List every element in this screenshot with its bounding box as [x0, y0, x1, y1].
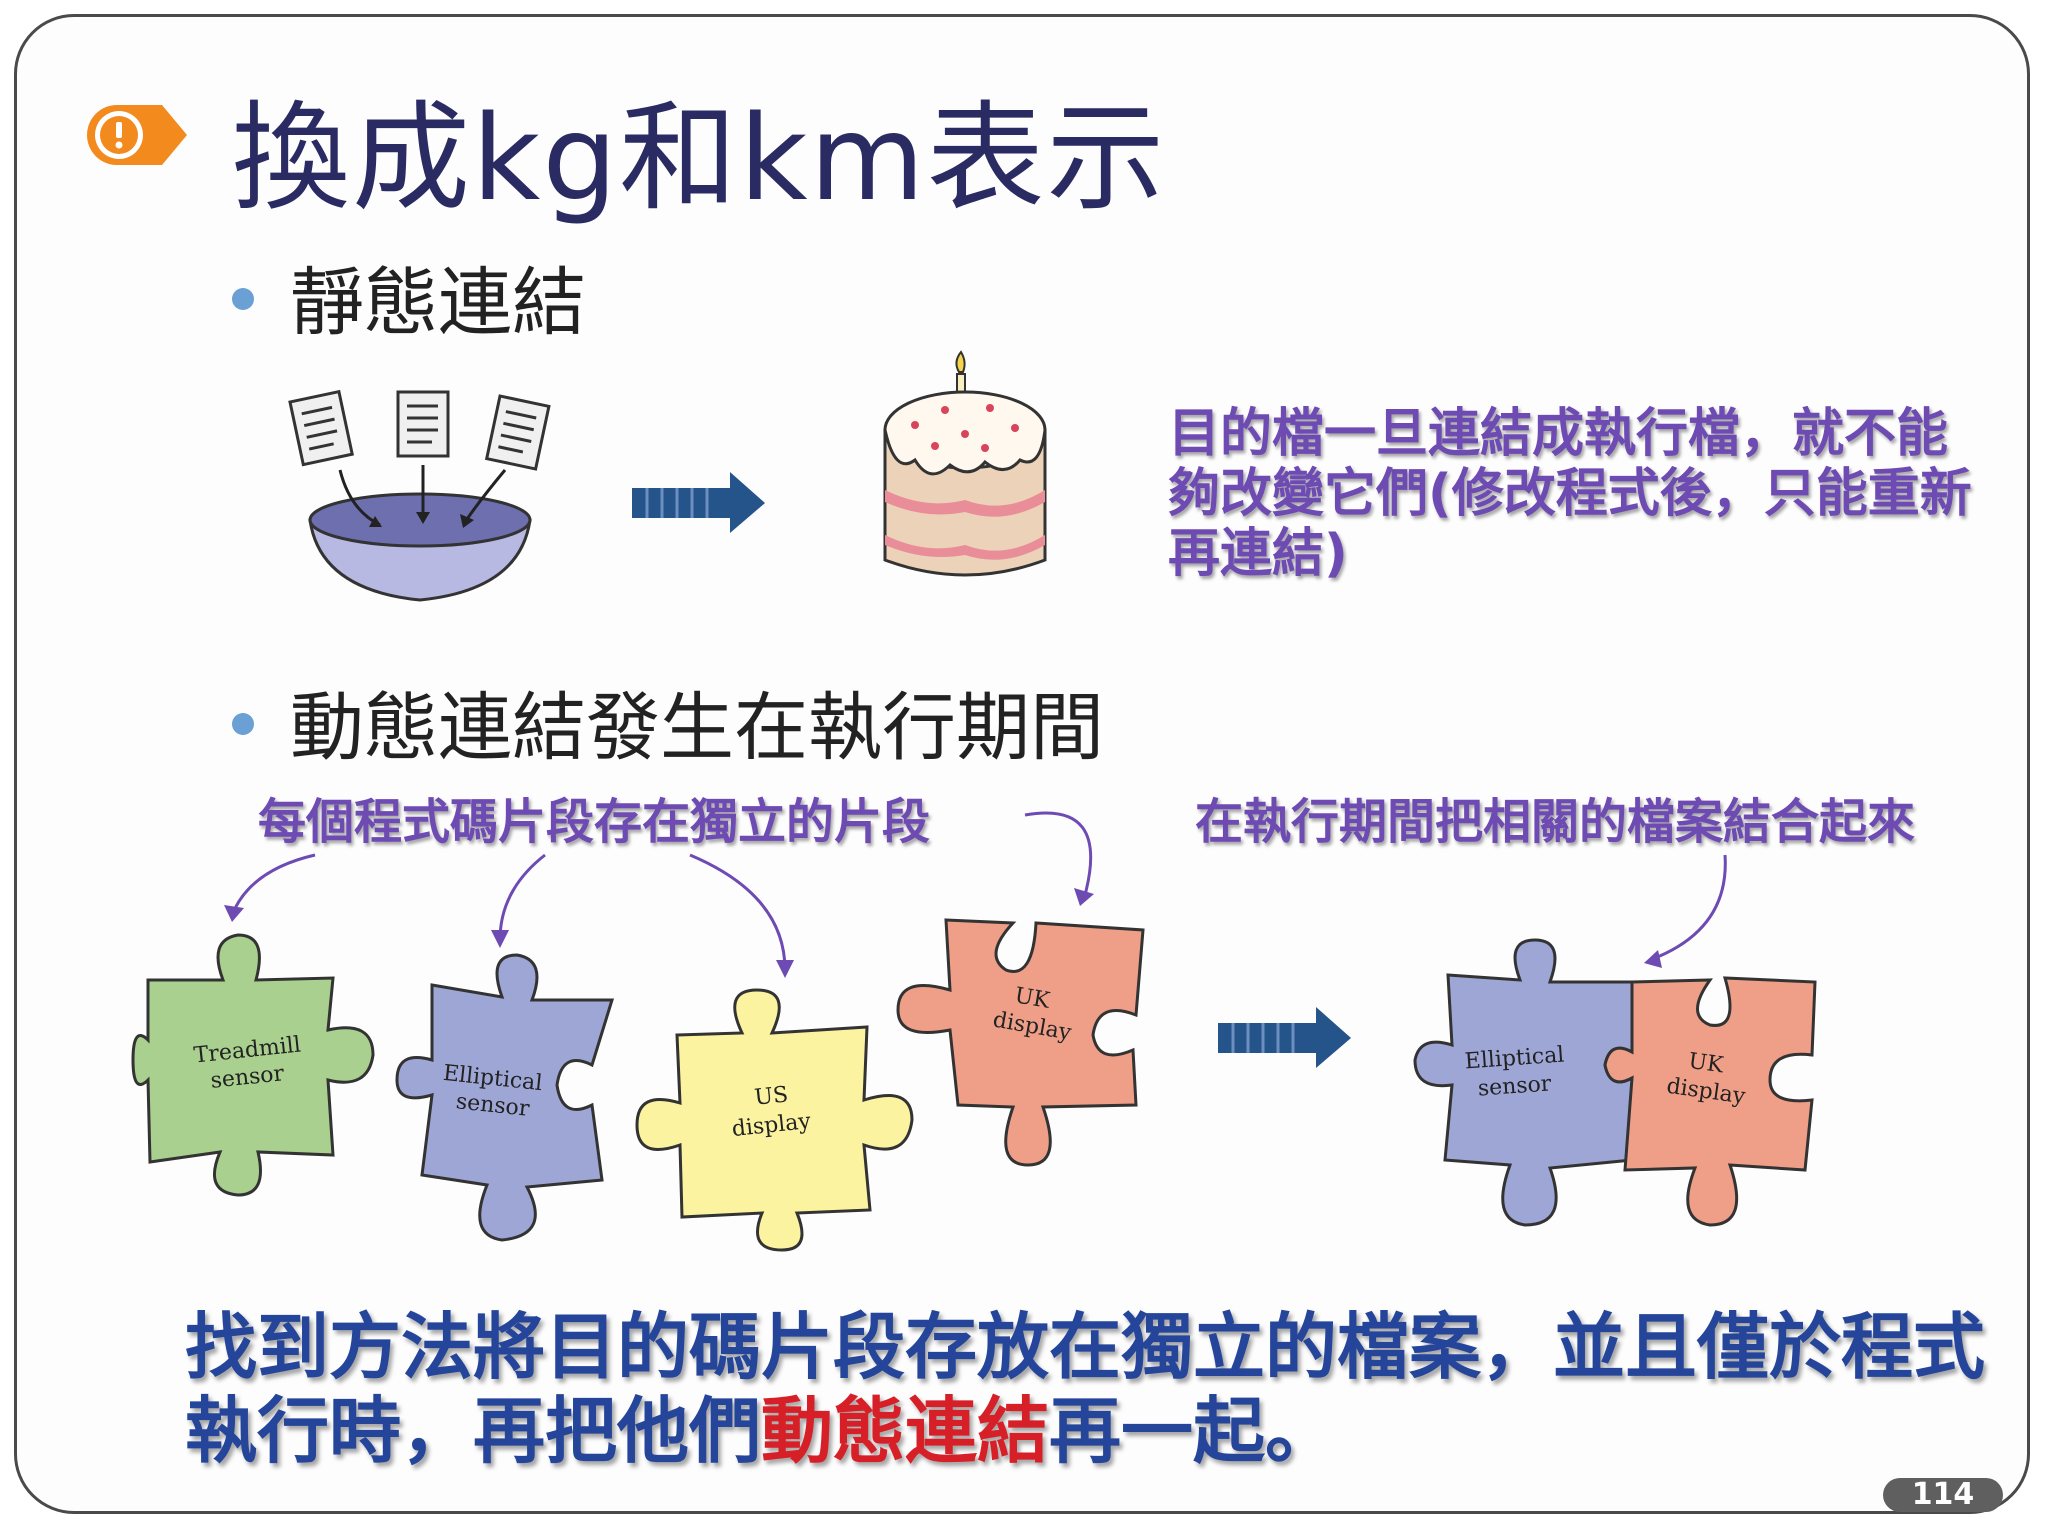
- summary-part2: 再一起。: [1049, 1389, 1338, 1473]
- document-icon: [484, 394, 551, 471]
- callout-arrow: [1024, 811, 1093, 896]
- summary-part1: 找到方法將目的碼片段存放在獨立的檔案，並且僅於程式執行時，再把他們: [185, 1305, 1986, 1473]
- static-linking-note: 目的檔一旦連結成執行檔，就不能夠改變它們(修改程式後，只能重新再連結): [1168, 404, 1972, 584]
- callout-arrow: [230, 853, 316, 916]
- arrowhead: [1074, 888, 1094, 906]
- alert-tag-icon: [87, 105, 187, 165]
- puzzle-piece-uk-display: UK display: [896, 918, 1145, 1167]
- arrowhead: [776, 960, 794, 978]
- arrowhead: [224, 905, 244, 922]
- document-icon: [396, 390, 450, 458]
- combined-puzzle-pieces: Elliptical sensor UK display: [1413, 938, 1817, 1227]
- right-arrow-icon: [632, 472, 765, 533]
- arrowhead: [491, 930, 509, 948]
- summary-highlight: 動態連結: [761, 1389, 1050, 1473]
- callout-arrow: [498, 853, 546, 941]
- bullet-dot: [232, 713, 254, 736]
- piece-label: US: [753, 1082, 789, 1110]
- slide-title: 換成kg和km表示: [232, 89, 1167, 227]
- page-number: 114: [1883, 1478, 2003, 1512]
- arrowhead: [1644, 950, 1662, 968]
- bullet-dot: [232, 288, 254, 311]
- puzzle-piece-elliptical: Elliptical sensor: [395, 953, 615, 1242]
- callout-arrow: [689, 853, 787, 971]
- piece-label: sensor: [1477, 1071, 1553, 1101]
- piece-label: UK: [1013, 983, 1052, 1014]
- document-icon: [288, 389, 354, 467]
- cake-illustration: [883, 350, 1047, 577]
- callout-arrow: [1649, 854, 1727, 962]
- right-arrow-icon: [1218, 1007, 1351, 1068]
- segment-note: 每個程式碼片段存在獨立的片段: [258, 794, 931, 850]
- puzzle-piece-us-display: US display: [635, 988, 914, 1252]
- slide-frame: [14, 14, 2030, 1514]
- bullet-dynamic-text: 動態連結發生在執行期間: [290, 685, 1104, 771]
- bullet-static-linking: 靜態連結: [232, 243, 586, 350]
- runtime-link-note: 在執行期間把相關的檔案結合起來: [1195, 794, 1916, 850]
- summary-text: 找到方法將目的碼片段存放在獨立的檔案，並且僅於程式執行時，再把他們動態連結再一起…: [185, 1305, 1985, 1473]
- piece-label: UK: [1687, 1049, 1726, 1079]
- puzzle-piece-treadmill: Treadmill sensor: [131, 933, 375, 1197]
- bullet-static-text: 靜態連結: [290, 260, 586, 346]
- bullet-dynamic-linking: 動態連結發生在執行期間: [232, 668, 1104, 775]
- documents-bowl-illustration: [288, 389, 551, 602]
